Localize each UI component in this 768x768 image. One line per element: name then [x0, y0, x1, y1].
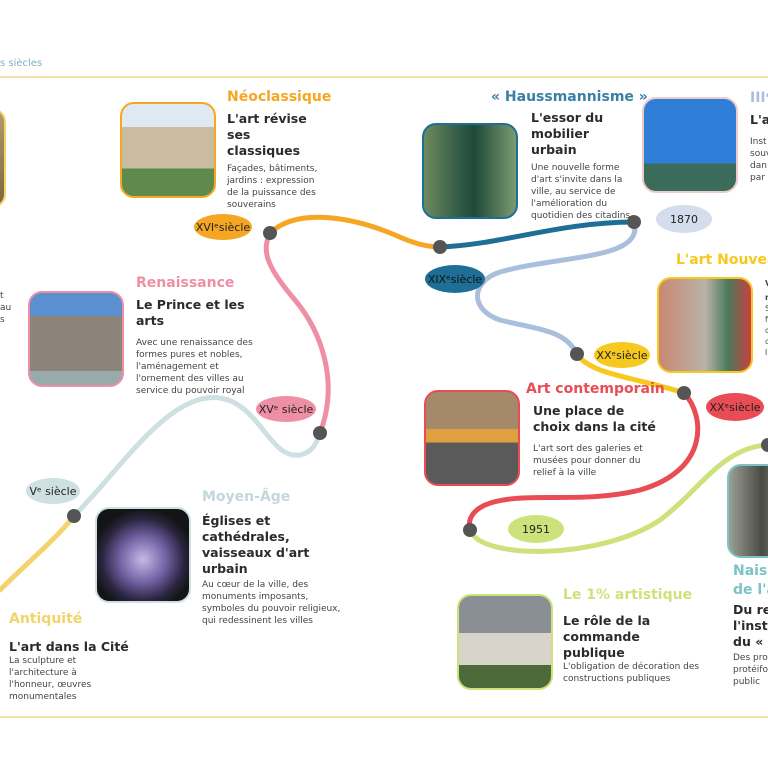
segment-contemporain [466, 390, 701, 533]
header-title: s siècles [0, 58, 43, 69]
timeline-dot [761, 438, 768, 452]
period-antiquite: Antiquité L'art dans la Cité La sculptur… [9, 611, 129, 703]
versailles-photo [120, 102, 216, 198]
text-line: l [765, 348, 768, 357]
antiquite-photo [0, 108, 6, 208]
text-line: public [733, 677, 761, 687]
era-label-haussmann: « Haussmannisme » [491, 89, 648, 105]
period-text: Avec une renaissance des formes pures et… [136, 338, 253, 396]
segment-antiquite [0, 513, 77, 593]
segment-un-pourcent [467, 442, 768, 554]
timeline-dot [67, 509, 81, 523]
text-line: S [765, 304, 768, 313]
period-title: Le Prince et les arts [136, 297, 245, 328]
timeline-dot [313, 426, 327, 440]
text-line: dan [750, 161, 767, 171]
milestone-v-siecle: Vᵉ siècle [26, 478, 80, 504]
period-naissance: Naiss de l'a Du rej l'instit du « s Des … [733, 562, 768, 688]
text-line: r [765, 293, 768, 302]
era-label: Moyen-Âge [202, 489, 291, 505]
era-line: de l'a [733, 582, 768, 598]
stravinsky-fountain-photo [424, 390, 520, 486]
milestone-1870: 1870 [656, 205, 712, 233]
period-title: Églises et cathédrales, vaisseaux d'art … [202, 513, 310, 576]
era-line: Naiss [733, 563, 768, 579]
period-troisieme: IIIᵉ L'ar Inst souv dan par [750, 90, 768, 184]
segment-renaissance [263, 230, 331, 436]
timeline-dot [463, 523, 477, 537]
segment-moyen-age [71, 395, 323, 519]
top-divider [0, 76, 768, 78]
milestone-xx-siecle-a: XXᵉsiècle [594, 342, 650, 368]
street-art-photo [727, 464, 768, 558]
period-text: Une nouvelle forme d'art s'invite dans l… [531, 163, 631, 221]
timeline-dot [570, 347, 584, 361]
text-line: s [0, 315, 5, 325]
era-label: Renaissance [136, 275, 235, 291]
text-line: souv [750, 149, 768, 159]
left-fragment: t au s [0, 290, 14, 326]
timeline-dot [433, 240, 447, 254]
era-label: Néoclassique [227, 89, 332, 105]
period-un-pourcent: Le 1% artistique Le rôle de la commande … [563, 587, 703, 685]
period-renaissance: Renaissance Le Prince et les arts Avec u… [136, 275, 261, 397]
segment-neoclassique [267, 214, 443, 250]
equestrian-statue-photo [642, 97, 738, 193]
period-title: L'essor du mobilier urbain [531, 110, 604, 157]
period-title: L'ar [750, 112, 768, 127]
period-contemporain: Une place de choix dans la cité L'art so… [533, 403, 658, 479]
text-line: c [765, 337, 768, 346]
title-line: du « s [733, 634, 768, 649]
text-line: t [0, 291, 4, 301]
period-title: L'art dans la Cité [9, 639, 129, 654]
period-haussmann: L'essor du mobilier urbain Une nouvelle … [531, 110, 631, 222]
timeline-dot [263, 226, 277, 240]
hotel-de-ville-photo [28, 291, 124, 387]
text-line: au [0, 303, 12, 313]
metro-entrance-photo [657, 277, 753, 373]
era-label-contemporain: Art contemporain [526, 381, 665, 397]
rose-window-photo [95, 507, 191, 603]
era-label: Antiquité [9, 611, 83, 627]
milestone-xix-siecle: XIXᵉsiècle [425, 265, 485, 293]
era-label-art-nouveau: L'art Nouveau [676, 252, 768, 268]
text-line: c [765, 326, 768, 335]
bottom-divider [0, 716, 768, 718]
text-line: V [765, 278, 768, 289]
period-neoclassique: Néoclassique L'art révise ses classiques… [227, 89, 367, 211]
timeline-dot [677, 386, 691, 400]
text-line: Des pro [733, 653, 768, 663]
period-title: Une place de choix dans la cité [533, 403, 656, 434]
milestone-1951: 1951 [508, 515, 564, 543]
title-line: l'instit [733, 618, 768, 633]
text-line: par [750, 173, 765, 183]
timeline-dot [627, 215, 641, 229]
period-text: L'obligation de décoration des construct… [563, 662, 700, 684]
art-nouveau-text: V r S f c c l [765, 278, 768, 358]
wallace-fountain-photo [422, 123, 518, 219]
period-text: Façades, bâtiments, jardins : expression… [227, 164, 318, 210]
milestone-xvi-siecle: XVIᵉsiècle [194, 214, 252, 240]
sculpture-photo [457, 594, 553, 690]
period-text: L'art sort des galeries et musées pour d… [533, 444, 643, 478]
title-line: Du rej [733, 602, 768, 617]
milestone-xx-siecle-b: XXᵉsiècle [706, 393, 764, 421]
text-line: f [765, 315, 768, 324]
period-text: Au cœur de la ville, des monuments impos… [202, 580, 341, 626]
text-line: Inst [750, 137, 767, 147]
period-moyen-age: Moyen-Âge Églises et cathédrales, vaisse… [202, 489, 347, 627]
milestone-xv-siecle: XVᵉ siècle [256, 396, 316, 422]
period-title: L'art révise ses classiques [227, 111, 307, 158]
era-label: IIIᵉ [750, 90, 768, 106]
period-text: La sculpture et l'architecture à l'honne… [9, 656, 92, 702]
text-line: protéifo [733, 665, 768, 675]
segment-haussmann [437, 219, 637, 250]
period-title: Le rôle de la commande publique [563, 613, 651, 660]
segment-art-nouveau [574, 351, 687, 396]
era-label: Le 1% artistique [563, 587, 693, 603]
